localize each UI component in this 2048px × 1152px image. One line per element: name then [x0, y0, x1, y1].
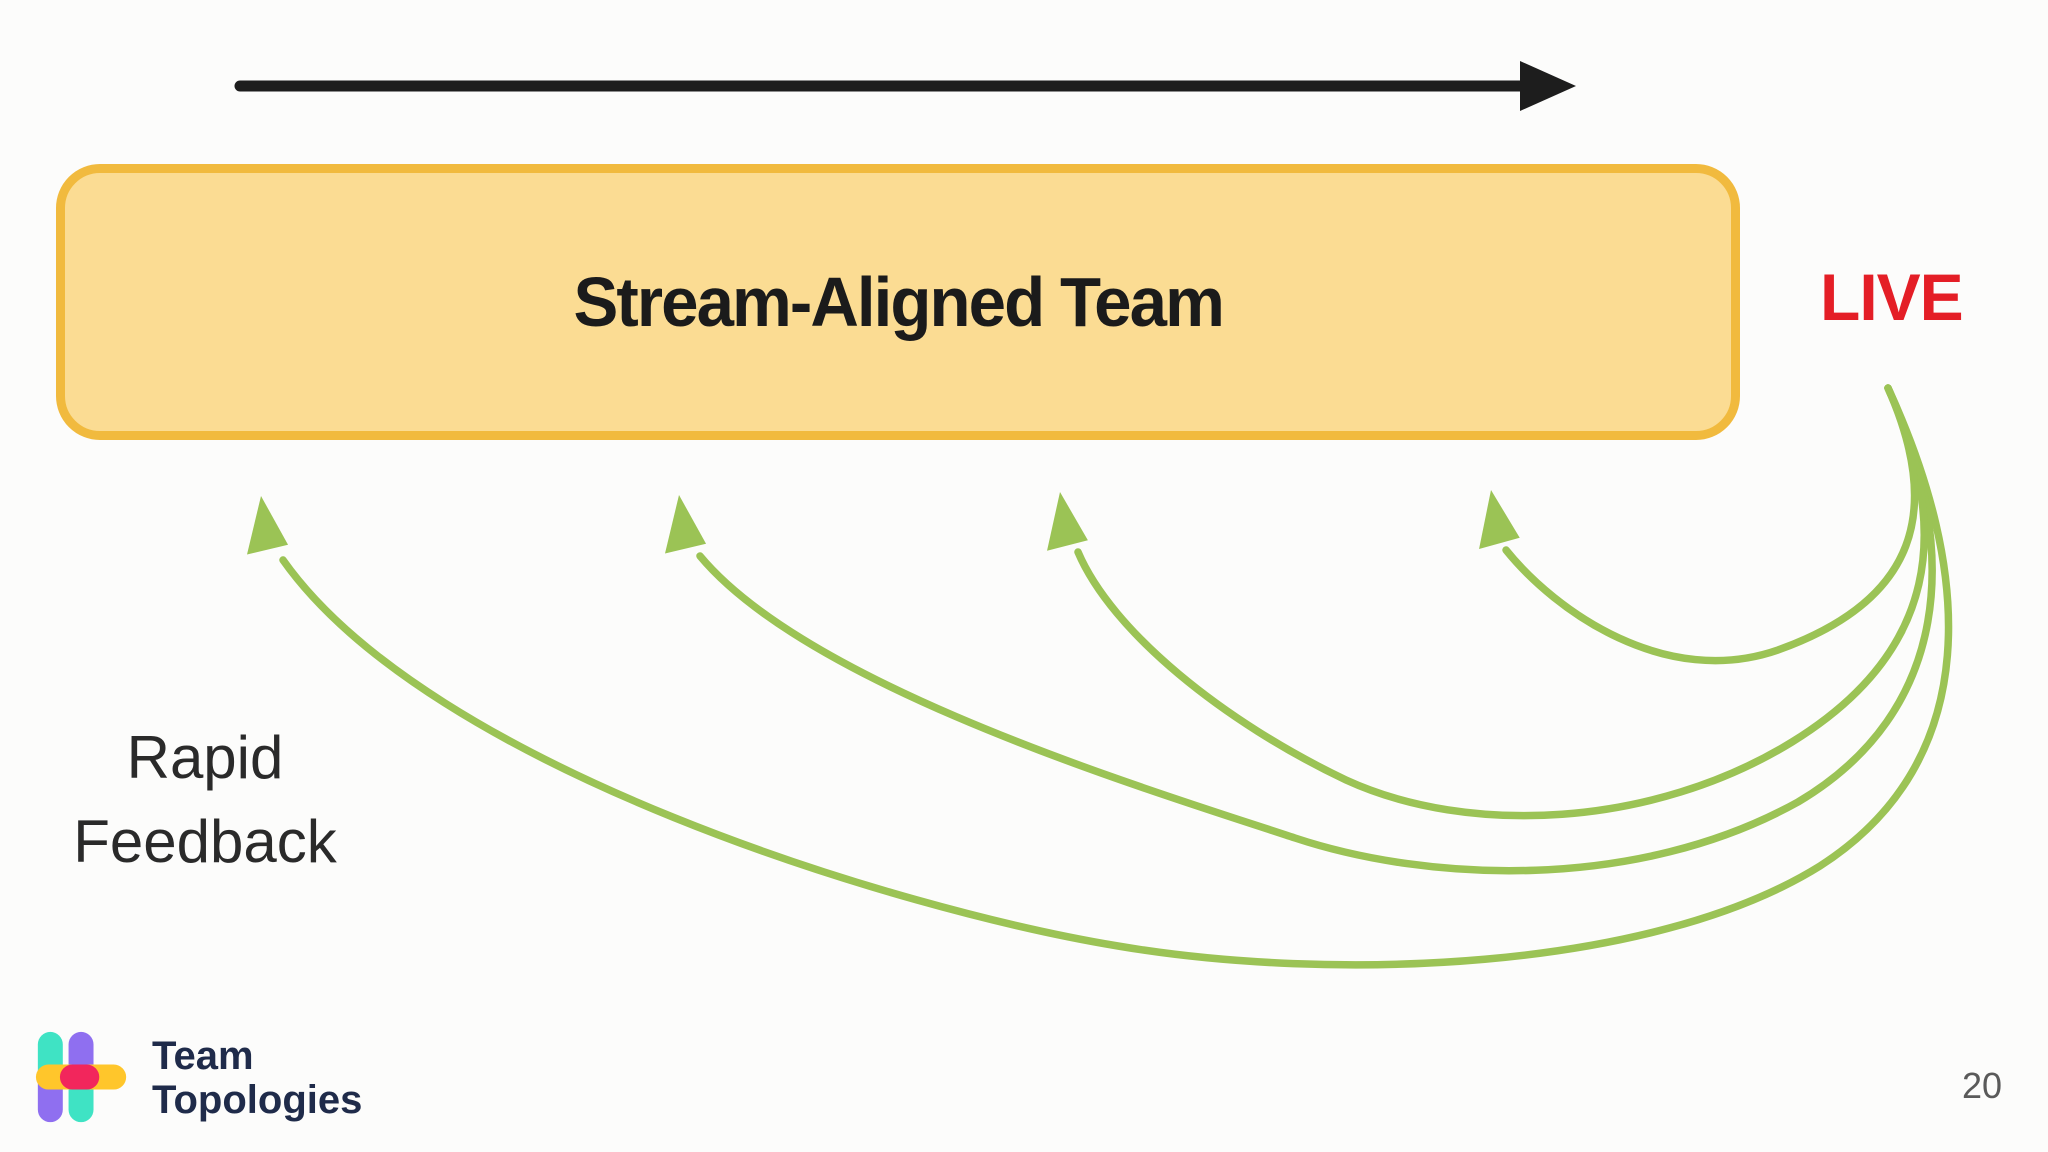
feedback-arc-2: [696, 384, 1936, 875]
feedback-arrowhead-icon: [665, 495, 707, 554]
page-number: 20: [1961, 1065, 2002, 1106]
timeline-arrow: [234, 61, 1576, 111]
team-topologies-logo-text: Team Topologies: [152, 1034, 362, 1122]
team-topologies-logo-icon: [35, 1031, 127, 1123]
feedback-arrowheads: [247, 490, 1520, 555]
rapid-feedback-label: Rapid Feedback: [40, 716, 370, 884]
rapid-feedback-line1: Rapid: [126, 724, 284, 791]
logo-text-line2: Topologies: [152, 1078, 363, 1122]
stream-aligned-team-box: Stream-Aligned Team: [56, 164, 1740, 440]
feedback-arc-4: [1502, 384, 1919, 665]
feedback-arrowhead-icon: [247, 496, 289, 555]
logo-text-line1: Team: [152, 1034, 254, 1078]
stream-aligned-team-label: Stream-Aligned Team: [573, 263, 1224, 341]
feedback-arc-3: [1074, 384, 1929, 820]
feedback-arc-1: [279, 384, 1953, 969]
feedback-arrowhead-icon: [1047, 492, 1088, 551]
feedback-arcs: [279, 384, 1953, 969]
live-label: LIVE: [1820, 260, 1964, 334]
timeline-arrowhead-icon: [1520, 61, 1576, 111]
feedback-arrowhead-icon: [1479, 490, 1520, 549]
team-topologies-logo: Team Topologies: [34, 1030, 362, 1126]
rapid-feedback-line2: Feedback: [73, 808, 337, 875]
